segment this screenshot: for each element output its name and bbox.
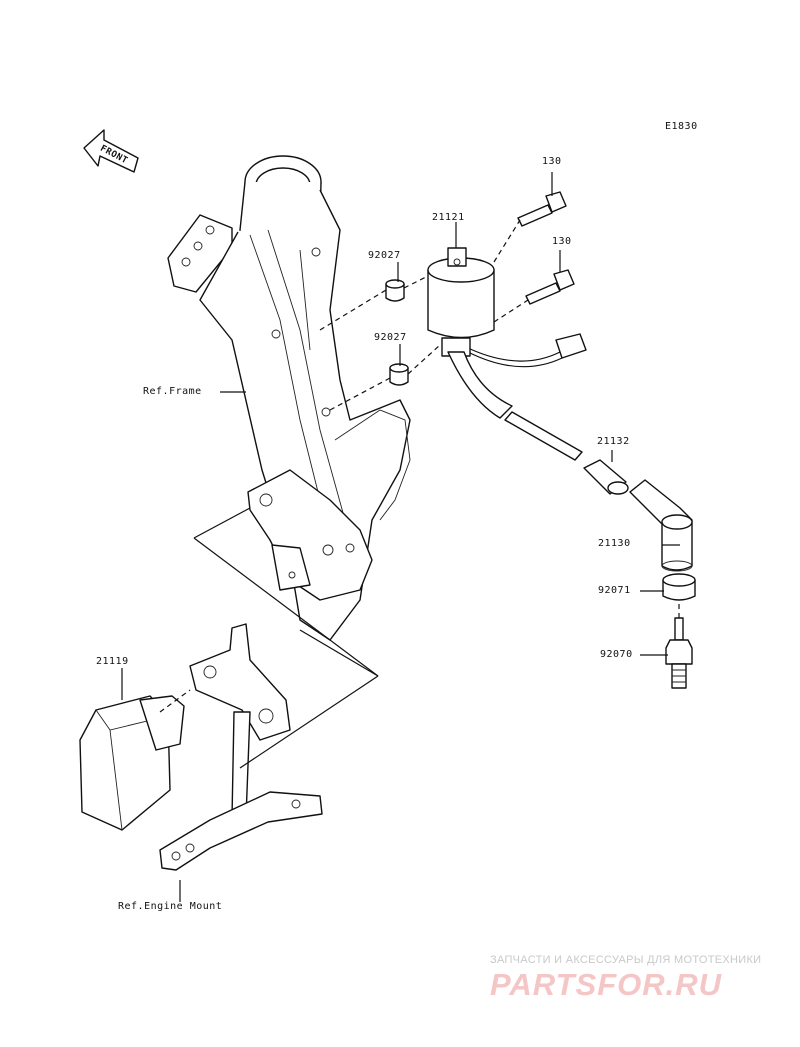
igniter-drawing	[79, 695, 185, 831]
bolt-lower-drawing	[525, 269, 575, 305]
plug-cap-drawing	[629, 479, 693, 572]
bolt-upper-drawing	[517, 191, 567, 227]
label-ignition-coil[interactable]: 21121	[432, 212, 465, 223]
frame-drawing	[167, 155, 411, 641]
label-igniter[interactable]: 21119	[96, 656, 129, 667]
spark-plug-drawing	[665, 617, 693, 689]
label-ref-frame[interactable]: Ref.Frame	[143, 386, 202, 397]
igniter-bracket-drawing	[159, 623, 323, 871]
collar-lower-drawing	[389, 363, 409, 386]
leader-lines	[121, 172, 680, 902]
diagram-code: E1830	[665, 121, 698, 132]
label-seal[interactable]: 92071	[598, 585, 631, 596]
watermark-logo: PARTSFOR.RU	[490, 967, 723, 1002]
ignition-coil-drawing	[427, 247, 587, 461]
label-bolt-lower[interactable]: 130	[552, 236, 572, 247]
label-ref-engine-mount[interactable]: Ref.Engine Mount	[118, 901, 223, 912]
label-collar-lower[interactable]: 92027	[374, 332, 407, 343]
collar-upper-drawing	[385, 279, 405, 302]
label-plug-cap[interactable]: 21130	[598, 538, 631, 549]
label-spark-plug[interactable]: 92070	[600, 649, 633, 660]
front-direction-arrow-icon	[83, 129, 139, 173]
label-bolt-upper[interactable]: 130	[542, 156, 562, 167]
watermark-tagline: ЗАПЧАСТИ И АКСЕССУАРЫ ДЛЯ МОТОТЕХНИКИ	[490, 954, 762, 966]
seal-drawing	[662, 573, 696, 601]
label-collar-upper[interactable]: 92027	[368, 250, 401, 261]
cap-holder-drawing	[583, 459, 629, 495]
label-cap-holder[interactable]: 21132	[597, 436, 630, 447]
